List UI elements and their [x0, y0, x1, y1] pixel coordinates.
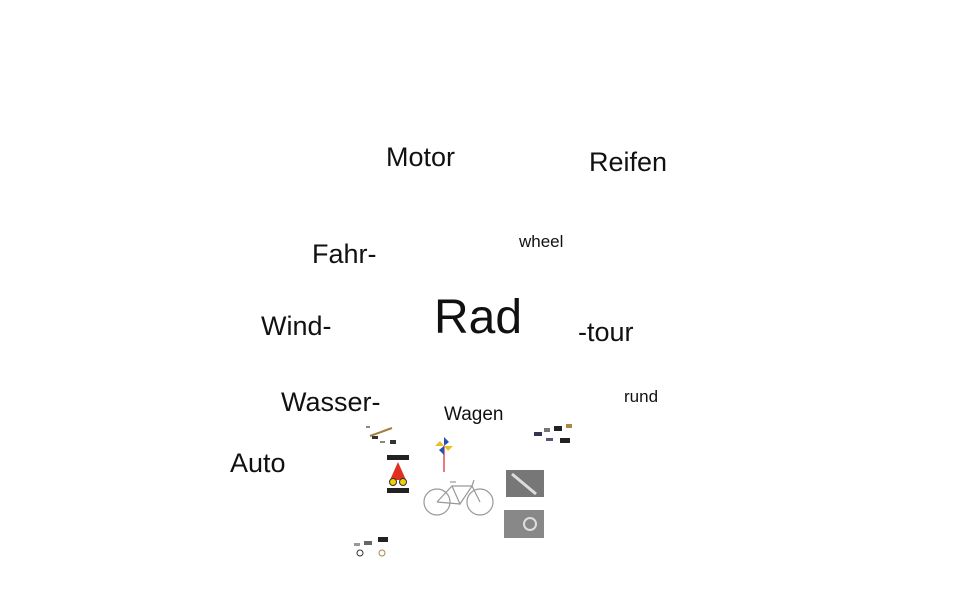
bicycle-thumbnail[interactable]	[422, 474, 496, 520]
word-motor[interactable]: Motor	[386, 142, 456, 172]
word-rad[interactable]: Rad	[434, 291, 523, 344]
word-fahr[interactable]: Fahr-	[312, 239, 377, 269]
sketch-thumbnail-2[interactable]	[504, 510, 544, 538]
tools-collage-thumbnail[interactable]	[530, 420, 576, 450]
word-wagen[interactable]: Wagen	[444, 404, 504, 425]
pinwheel-thumbnail[interactable]	[434, 436, 454, 472]
word-wasser[interactable]: Wasser-	[281, 387, 381, 417]
parts-collage-thumbnail[interactable]	[362, 422, 402, 446]
mobile-sign-thumbnail[interactable]	[386, 454, 410, 494]
word-auto[interactable]: Auto	[230, 448, 286, 478]
word-wind[interactable]: Wind-	[261, 311, 332, 341]
word-rund[interactable]: rund	[624, 387, 659, 406]
word-wheel[interactable]: wheel	[519, 232, 564, 251]
sketch-thumbnail-1[interactable]	[506, 470, 544, 497]
word-reifen[interactable]: Reifen	[589, 147, 668, 177]
parts-sketch-thumbnail[interactable]	[350, 533, 394, 561]
word-tour[interactable]: -tour	[578, 317, 634, 347]
